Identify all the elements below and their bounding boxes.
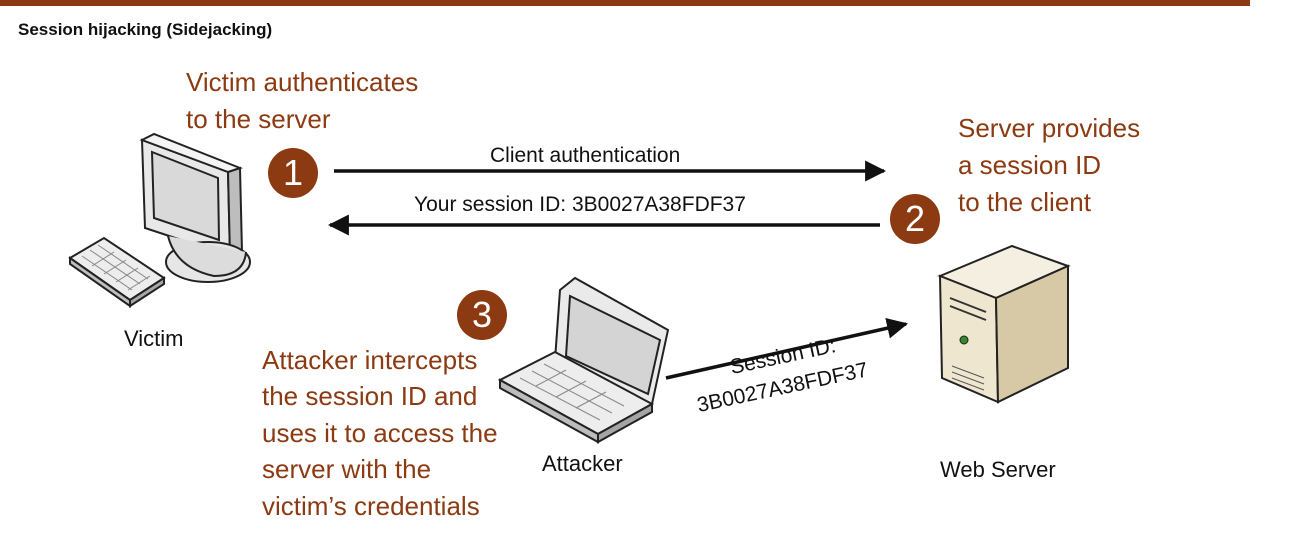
step-1-caption: Victim authenticates to the server [186, 67, 419, 134]
laptop-icon [497, 276, 670, 444]
page-title: Session hijacking (Sidejacking) [18, 20, 273, 39]
step-2-badge: 2 [890, 194, 940, 244]
session-reply-label: Your session ID: 3B0027A38FDF37 [414, 193, 746, 216]
top-rule [0, 0, 1250, 6]
desktop-computer-icon [68, 132, 251, 308]
step-2-caption: Server provides a session ID to the clie… [958, 113, 1141, 217]
step-1-badge: 1 [268, 148, 318, 198]
step-3-badge: 3 [457, 290, 507, 340]
server-tower-icon [937, 244, 1071, 404]
hijack-arrow [665, 317, 909, 380]
web-server-label: Web Server [940, 457, 1056, 482]
victim-label: Victim [124, 326, 184, 351]
client-auth-label: Client authentication [490, 144, 681, 167]
step-3-caption: Attacker intercepts the session ID and u… [262, 345, 498, 521]
attacker-label: Attacker [542, 451, 623, 476]
